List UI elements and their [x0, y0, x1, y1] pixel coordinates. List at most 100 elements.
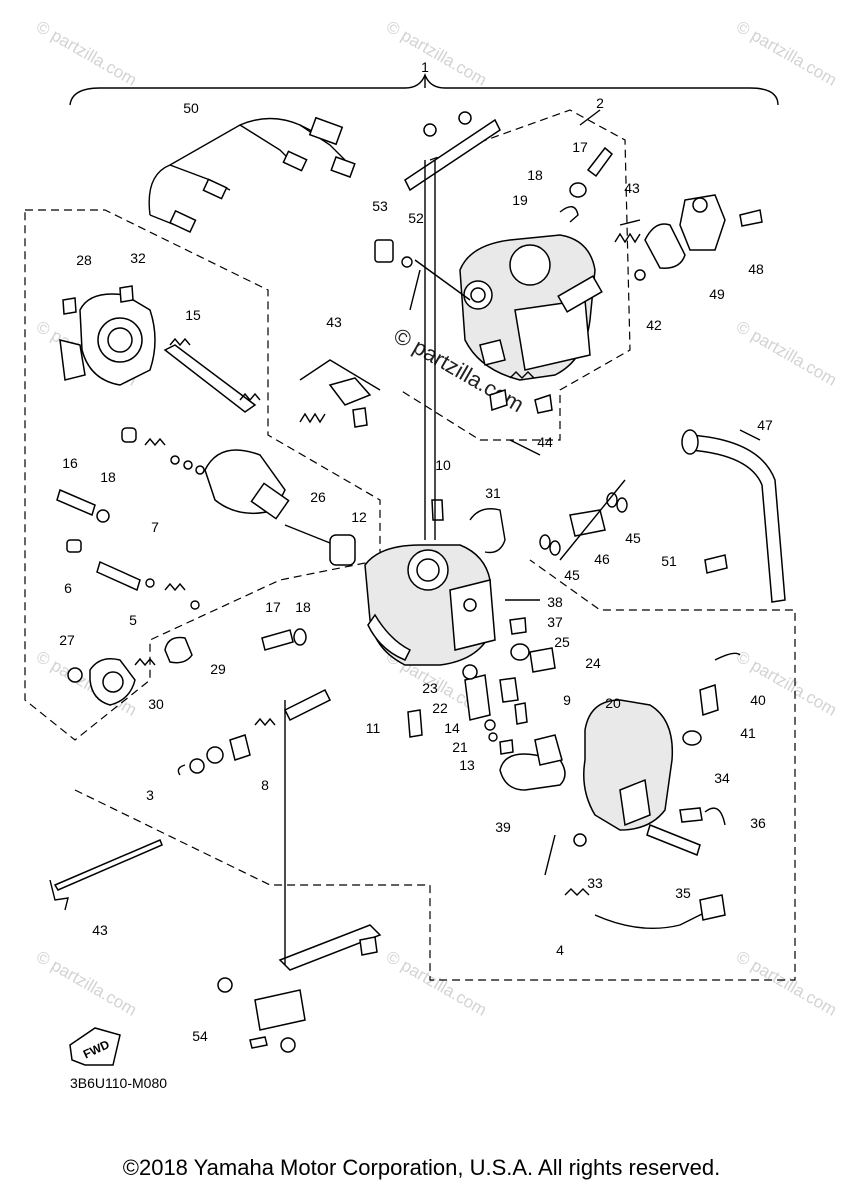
hose: [469, 508, 506, 554]
screw: [489, 389, 508, 411]
callout: 43: [326, 314, 342, 330]
callout: 48: [748, 261, 764, 277]
callout: 54: [192, 1028, 208, 1044]
callout: 18: [295, 599, 311, 615]
float-valve: [464, 674, 491, 721]
spring: [164, 582, 186, 592]
callout: 11: [366, 720, 381, 736]
callout: 30: [148, 696, 164, 712]
o-ring: [549, 540, 561, 556]
screw: [499, 739, 514, 755]
callout: 53: [372, 198, 388, 214]
callout: 29: [210, 661, 226, 677]
spring: [299, 412, 326, 424]
callout: 49: [709, 286, 725, 302]
cap: [121, 427, 137, 443]
callout: 5: [129, 612, 137, 628]
washer: [293, 628, 307, 646]
throttle-bracket: [644, 223, 686, 269]
assembly-bracket: [69, 73, 779, 106]
spring: [254, 717, 276, 727]
callout: 10: [435, 457, 451, 473]
o-ring: [682, 730, 702, 746]
throttle-position-sensor: [679, 194, 726, 251]
coasting-enricher: [59, 285, 261, 413]
callout: 46: [594, 551, 610, 567]
joint: [569, 509, 606, 537]
clip: [401, 256, 413, 268]
callout: 42: [646, 317, 662, 333]
callout: 13: [459, 757, 475, 773]
o-ring: [634, 269, 646, 281]
callout: 1: [421, 59, 429, 75]
callout: 52: [408, 210, 424, 226]
callout: 3: [146, 787, 154, 803]
leader-lines: [284, 109, 761, 965]
callout: 4: [556, 942, 564, 958]
jet: [261, 629, 294, 651]
spring: [144, 437, 166, 447]
lower-carburetor-body: [364, 544, 496, 666]
screw: [509, 617, 527, 635]
callout: 9: [563, 692, 571, 708]
o-ring: [170, 455, 180, 465]
copyright-notice: ©2018 Yamaha Motor Corporation, U.S.A. A…: [122, 1155, 721, 1180]
callout: 17: [265, 599, 281, 615]
callout: 24: [585, 655, 601, 671]
spring: [509, 371, 535, 379]
group-outline: [74, 559, 796, 981]
cap: [66, 539, 82, 553]
callout: 26: [310, 489, 326, 505]
o-ring: [195, 465, 205, 475]
callout: 35: [675, 885, 691, 901]
callout: 20: [605, 695, 621, 711]
group-outline: [24, 209, 381, 741]
wire-harness: [148, 116, 356, 233]
callout: 12: [351, 509, 367, 525]
plug: [529, 647, 556, 673]
watermark: © partzilla.com: [33, 947, 140, 1020]
throttle-cable: [594, 909, 711, 929]
screw: [534, 394, 553, 414]
callout: 8: [261, 777, 269, 793]
callout: 43: [92, 922, 108, 938]
pilot-screw: [56, 488, 96, 517]
drain-fitting: [699, 683, 719, 717]
callout: 22: [432, 700, 448, 716]
plunger: [229, 734, 251, 761]
hose: [714, 652, 741, 661]
callout: 51: [661, 553, 677, 569]
diaphragm: [164, 636, 193, 664]
callout: 45: [625, 530, 641, 546]
callout: 45: [564, 567, 580, 583]
callout: 28: [76, 252, 92, 268]
callout-labels: 1 2 3 4 5 6 7 8 9 10 11 12 13 14 15 16 1…: [59, 59, 773, 1044]
throttle-rod: [53, 839, 163, 891]
spring-clip: [704, 807, 726, 826]
callout: 33: [587, 875, 603, 891]
bracket: [254, 989, 306, 1031]
callout: 18: [100, 469, 116, 485]
callout: 7: [151, 519, 159, 535]
callout: 27: [59, 632, 75, 648]
watermark: © partzilla.com: [383, 17, 490, 90]
float-chamber: [583, 699, 674, 831]
callout: 41: [740, 725, 756, 741]
callout: 21: [452, 739, 468, 755]
watermark: © partzilla.com: [33, 17, 140, 90]
callout: 36: [750, 815, 766, 831]
watermark: © partzilla.com: [733, 947, 840, 1020]
callout: 2: [596, 95, 604, 111]
callout: 37: [547, 614, 563, 630]
plug: [374, 239, 394, 263]
upper-carburetor-assembly: [404, 111, 603, 381]
watermark: © partzilla.com: [383, 947, 490, 1020]
callout: 14: [444, 720, 460, 736]
callout: 44: [537, 434, 553, 450]
callout: 50: [183, 100, 199, 116]
watermark: © partzilla.com: [733, 647, 840, 720]
needle-jet: [586, 146, 614, 178]
callout: 31: [485, 485, 501, 501]
spring: [134, 657, 156, 667]
callout: 43: [624, 180, 640, 196]
